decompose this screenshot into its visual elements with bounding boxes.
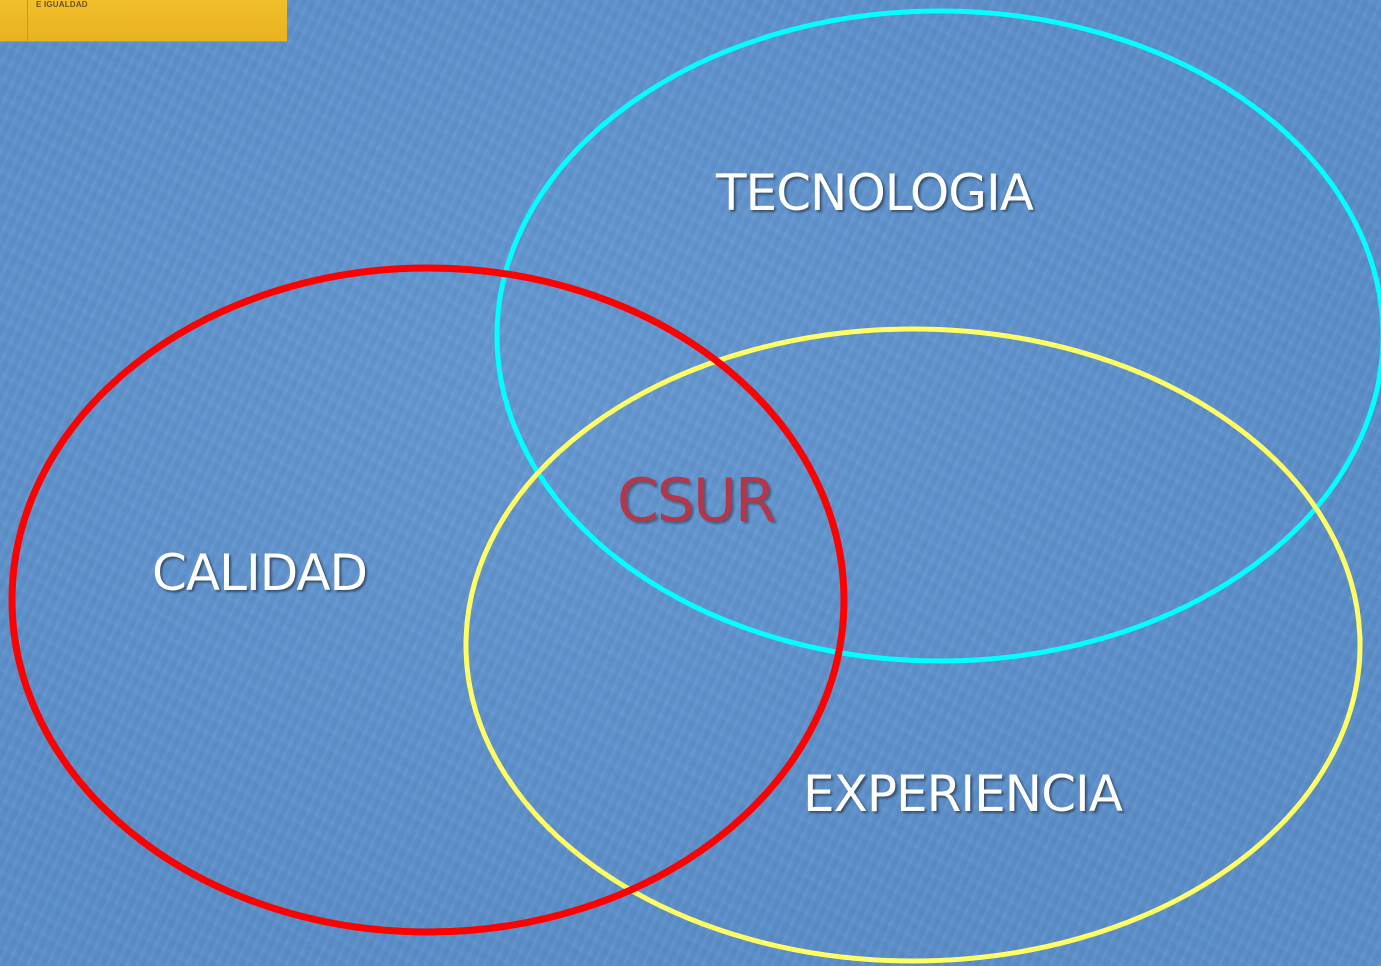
- set-ellipse-calidad: [8, 264, 848, 936]
- logo-text: E IGUALDAD: [36, 0, 88, 9]
- set-ellipse-tecnologia: [494, 8, 1381, 664]
- set-label-experiencia: EXPERIENCIA: [803, 765, 1123, 823]
- center-label-csur: CSUR: [617, 466, 777, 536]
- logo-divider: [27, 0, 28, 42]
- set-label-calidad: CALIDAD: [152, 544, 368, 602]
- ministry-logo: E IGUALDAD: [0, 0, 287, 42]
- set-label-tecnologia: TECNOLOGIA: [716, 164, 1034, 222]
- set-ellipse-experiencia: [463, 326, 1363, 964]
